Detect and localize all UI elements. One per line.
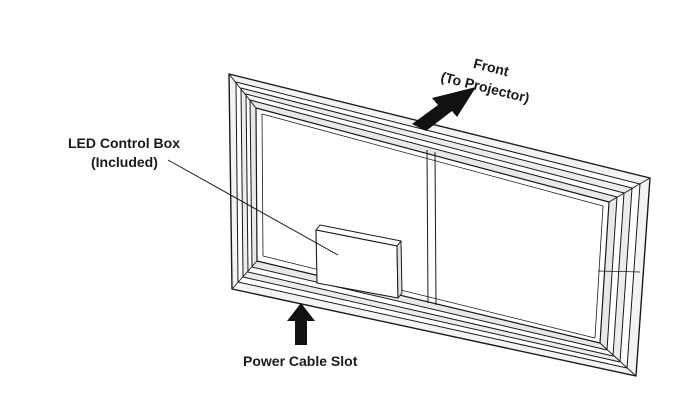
corner-brace-tl bbox=[228, 73, 257, 109]
front-label: Front bbox=[472, 55, 511, 79]
rail-top bbox=[261, 113, 604, 207]
front-arrow-icon bbox=[412, 87, 476, 131]
corner-brace-bl bbox=[231, 260, 258, 290]
led-included-label: (Included) bbox=[91, 154, 158, 170]
center-support-left bbox=[426, 149, 429, 304]
power-slot-arrow-icon bbox=[287, 303, 315, 345]
rail-left bbox=[261, 113, 264, 257]
corner-brace-tr bbox=[608, 177, 651, 203]
led-leader-line bbox=[167, 159, 339, 256]
led-control-box-label: LED Control Box bbox=[68, 135, 180, 151]
center-support-right bbox=[434, 151, 437, 306]
power-cable-slot-label: Power Cable Slot bbox=[243, 353, 358, 369]
led-control-box bbox=[315, 224, 403, 299]
right-side-tick bbox=[597, 270, 641, 273]
led-box-side bbox=[396, 240, 403, 299]
corner-brace-br bbox=[599, 342, 637, 377]
rail-right bbox=[594, 205, 604, 339]
